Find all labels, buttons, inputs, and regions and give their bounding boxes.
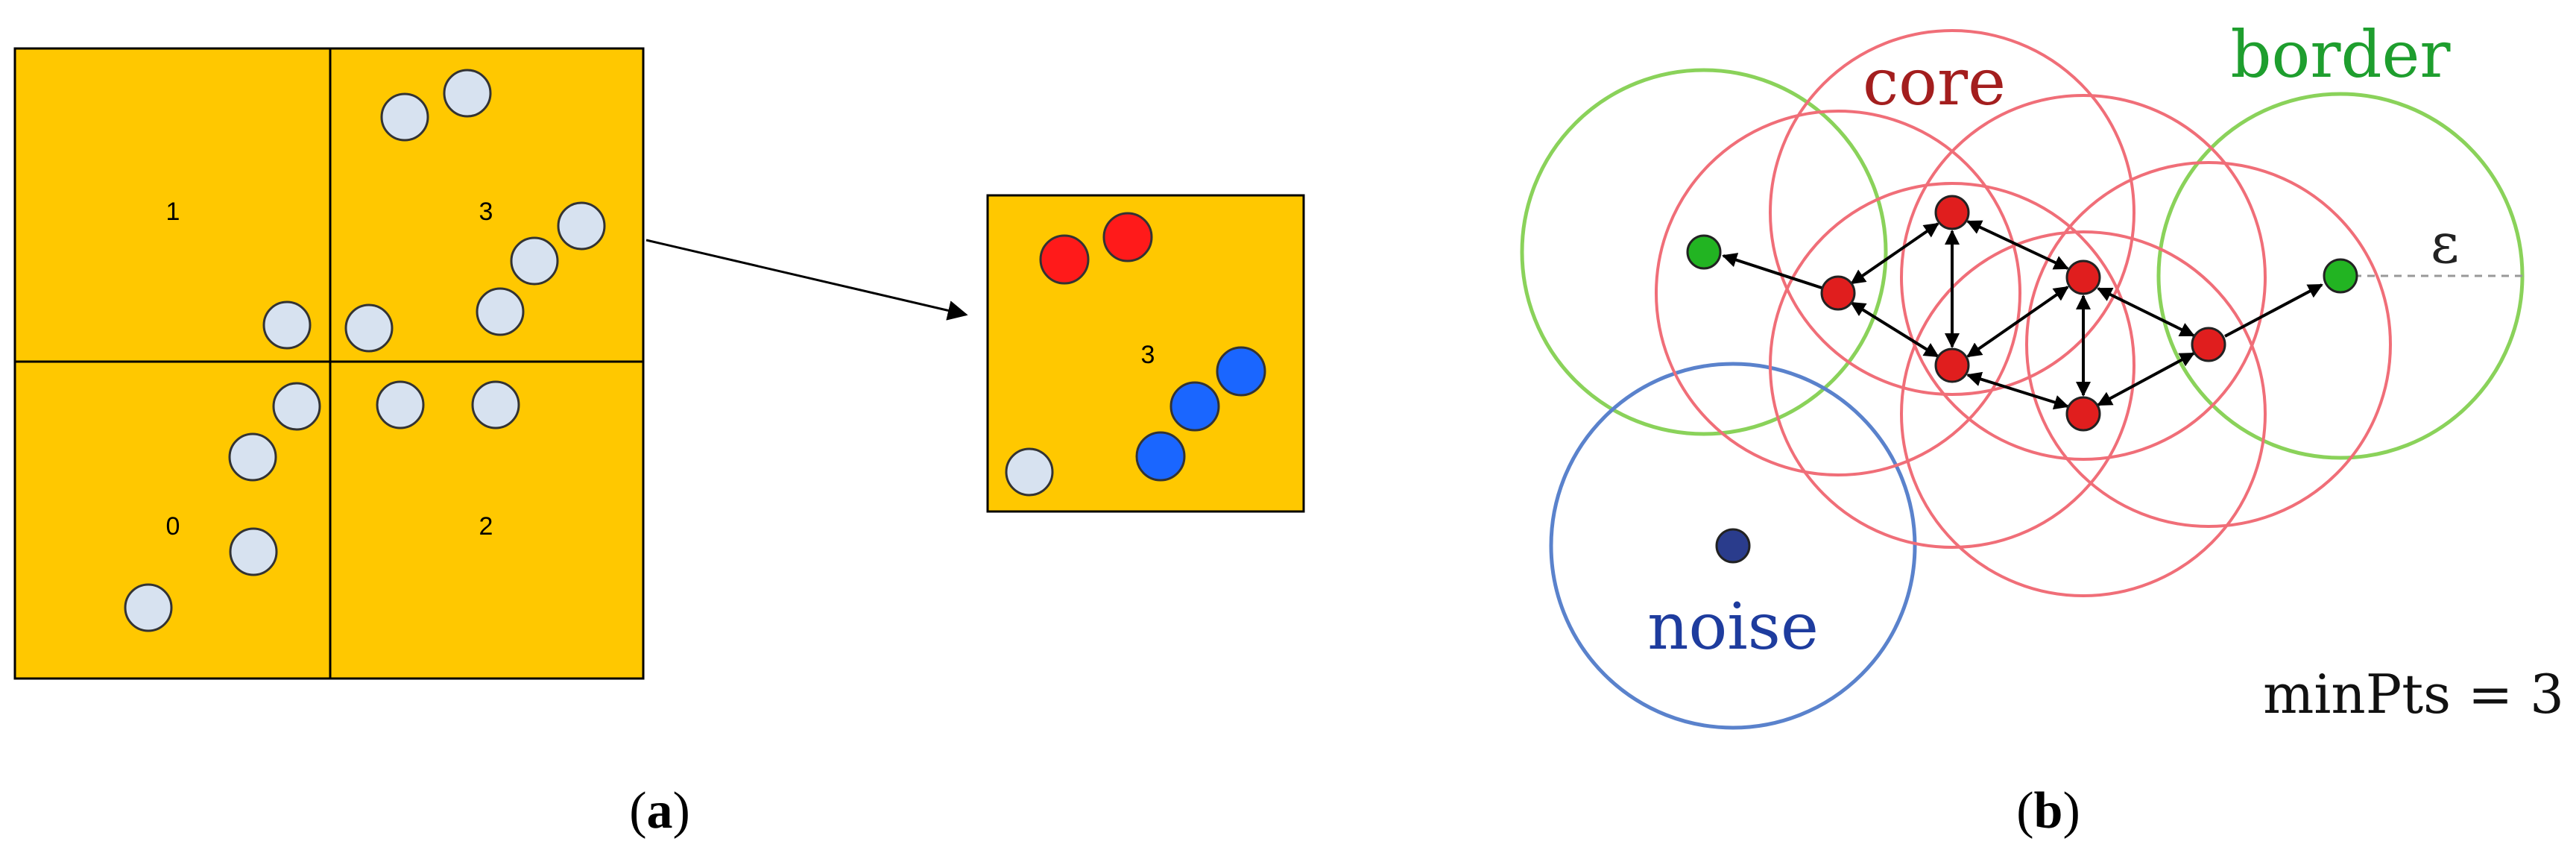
edge — [2097, 287, 2195, 337]
grid-point — [124, 583, 173, 632]
min-pts-label: minPts = 3 — [2263, 663, 2564, 725]
cluster-point-blue — [1135, 431, 1186, 482]
edge — [1722, 253, 1822, 289]
edge — [2097, 352, 2195, 406]
grid-point — [229, 527, 278, 576]
grid-label-3: 3 — [479, 198, 493, 226]
core-point-red — [1039, 234, 1090, 285]
core-point — [1934, 195, 1970, 230]
noise-neighborhood-circle — [1549, 362, 1917, 730]
edge — [1966, 220, 2069, 270]
core-neighborhood-circles — [1655, 29, 2392, 597]
border-point — [2323, 258, 2358, 294]
grid-point — [1005, 447, 1054, 497]
grid-point — [380, 92, 429, 142]
caption-b: (b) — [2016, 782, 2080, 840]
core-neighborhood-circle — [1900, 230, 2267, 597]
core-neighborhood-circle — [1769, 29, 2135, 396]
core-point-red — [1102, 212, 1153, 262]
grid-point — [376, 380, 425, 429]
panel-a: 1 3 0 2 3 — [13, 47, 1305, 840]
core-point — [1820, 275, 1856, 311]
noise-label: noise — [1647, 590, 1819, 664]
grid-point — [228, 432, 277, 482]
grid-label-0: 0 — [166, 512, 180, 541]
grid-label-2: 2 — [479, 512, 493, 541]
edge — [2224, 283, 2323, 338]
edge — [1966, 286, 2069, 358]
core-point — [1934, 347, 1970, 383]
noise-point — [1715, 528, 1751, 564]
edge — [1966, 371, 2069, 410]
core-point — [2065, 259, 2101, 295]
epsilon-label: ε — [2431, 212, 2459, 276]
grid-point — [272, 382, 321, 431]
grid-point — [557, 201, 606, 251]
zoomed-cell-label: 3 — [1141, 341, 1155, 369]
grid-point — [471, 380, 520, 429]
panel-b: core border noise ε minPts = 3 (b) — [1520, 18, 2564, 840]
core-point — [2065, 396, 2101, 432]
grid-point — [510, 236, 559, 286]
core-points — [1820, 195, 2226, 432]
zoomed-points — [1005, 212, 1266, 497]
caption-a: (a) — [629, 782, 690, 840]
edge — [1850, 222, 1939, 285]
density-edges — [1850, 220, 2195, 410]
border-edges — [1722, 253, 2323, 338]
grid-point — [344, 303, 394, 353]
grid-point — [476, 287, 525, 336]
grid-label-1: 1 — [166, 198, 180, 226]
grid-points — [124, 69, 606, 632]
core-point — [2191, 327, 2226, 362]
zoom-arrow — [645, 239, 968, 321]
grid-point — [443, 69, 492, 118]
grid-point — [262, 300, 312, 350]
edge — [1850, 301, 1939, 358]
cluster-point-blue — [1169, 381, 1220, 432]
border-point — [1686, 234, 1722, 270]
border-label: border — [2231, 18, 2452, 92]
cluster-point-blue — [1216, 346, 1266, 397]
core-label: core — [1863, 45, 2006, 120]
